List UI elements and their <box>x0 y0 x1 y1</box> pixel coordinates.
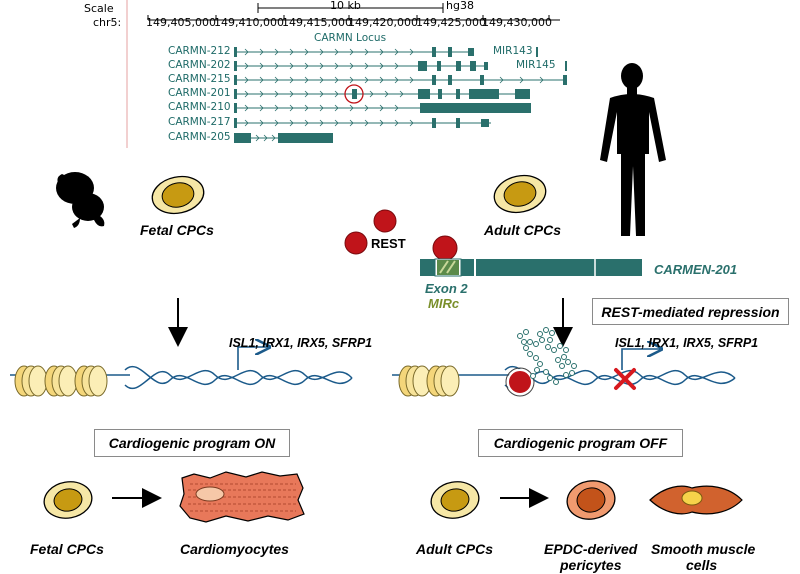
smooth-muscle-cell <box>649 485 743 515</box>
coordinate-0: 149,405,000 <box>146 16 216 29</box>
coordinate-5: 149,430,000 <box>482 16 552 29</box>
carmen-201-label: CARMEN-201 <box>654 262 738 277</box>
scale-value: 10 kb <box>330 0 361 12</box>
transcript-label-215: CARMN-215 <box>168 73 231 85</box>
genome-browser <box>126 0 567 148</box>
fetal-genes-label: ISL1, IRX1, IRX5, SFRP1 <box>229 336 373 350</box>
adult-cpcs-top-label: Adult CPCs <box>484 222 561 238</box>
repression-label: REST-mediated repression <box>601 303 780 320</box>
scale-label: Scale <box>84 2 114 15</box>
adult-cpcs-bottom-label: Adult CPCs <box>416 541 493 557</box>
exon-2-label: Exon 2 <box>425 281 468 296</box>
rest-label: REST <box>371 236 406 251</box>
exon2-highlight-circle <box>344 84 364 104</box>
mirna-label-145: MIR145 <box>516 59 556 71</box>
rest-proteins <box>344 209 458 261</box>
transcript-label-217: CARMN-217 <box>168 116 231 128</box>
fetal-cpcs-bottom-label: Fetal CPCs <box>30 541 104 557</box>
adult-genes-label: ISL1, IRX1, IRX5, SFRP1 <box>615 336 759 350</box>
smooth-muscle-label-line2: cells <box>686 557 718 573</box>
repression-x-icon <box>614 368 636 390</box>
fetus-icon <box>56 172 105 228</box>
epdc-label-line2: pericytes <box>560 557 622 573</box>
cardiomyocytes-label: Cardiomyocytes <box>180 541 289 557</box>
program-off-box: Cardiogenic program OFF <box>478 429 683 457</box>
human-icon <box>600 63 666 236</box>
coordinate-1: 149,410,000 <box>214 16 284 29</box>
locus-title: CARMN Locus <box>314 32 387 44</box>
adult-cpc-bottom-cell <box>430 481 480 519</box>
fetal-cpcs-top-label: Fetal CPCs <box>140 222 214 238</box>
adult-cpc-top-cell <box>493 174 547 214</box>
epdc-label-line1: EPDC-derived <box>544 541 638 557</box>
smooth-muscle-label-line1: Smooth muscle <box>651 541 756 557</box>
transcript-label-210: CARMN-210 <box>168 101 231 113</box>
transcript-label-202: CARMN-202 <box>168 59 231 71</box>
cardiomyocyte-cell <box>179 471 305 523</box>
coordinate-3: 149,420,000 <box>348 16 418 29</box>
mirna-label-143: MIR143 <box>493 45 533 57</box>
fetal-chromatin <box>10 347 353 397</box>
carmen-201-transcript <box>420 258 642 277</box>
coordinate-2: 149,415,000 <box>282 16 352 29</box>
mirc-label: MIRc <box>428 296 460 311</box>
transcript-label-205: CARMN-205 <box>168 131 231 143</box>
program-on-label: Cardiogenic program ON <box>108 435 276 451</box>
transcript-label-212: CARMN-212 <box>168 45 231 57</box>
chrom-label: chr5: <box>93 16 122 29</box>
fetal-cpc-top-cell <box>151 175 205 215</box>
adult-chromatin <box>392 327 736 397</box>
assembly-label: hg38 <box>446 0 474 12</box>
repression-box: REST-mediated repression <box>592 298 789 325</box>
program-off-label: Cardiogenic program OFF <box>493 435 668 451</box>
pericyte-cell <box>566 480 616 520</box>
fetal-cpc-bottom-cell <box>43 481 93 519</box>
transcript-label-201: CARMN-201 <box>168 87 231 99</box>
program-on-box: Cardiogenic program ON <box>94 429 290 457</box>
fetal-transcription-arrow <box>237 347 268 370</box>
adult-transcription-arrow <box>621 349 660 370</box>
coordinate-4: 149,425,000 <box>416 16 486 29</box>
